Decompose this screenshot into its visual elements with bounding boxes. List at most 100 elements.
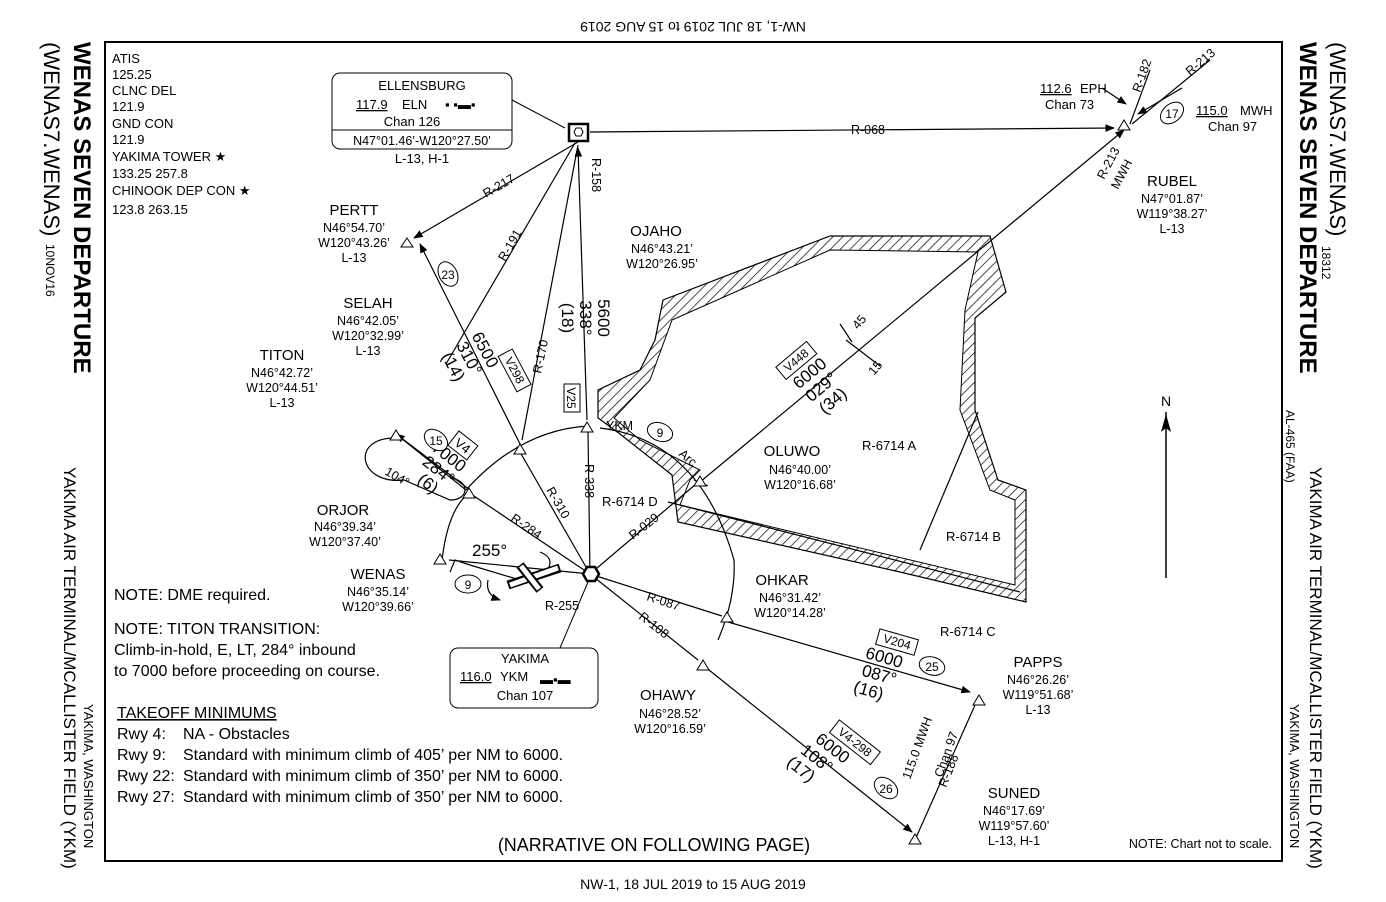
leg-badge-label: 9: [465, 578, 472, 592]
fix-lon: W119°57.60’: [979, 819, 1050, 833]
route-lines: [364, 59, 1211, 841]
chart-code-left: (WENAS7.WENAS): [39, 42, 64, 236]
takeoff-text: NA - Obstacles: [183, 726, 290, 743]
takeoff-rwy: Rwy 4:: [117, 726, 166, 743]
fix-name: SELAH: [343, 295, 392, 312]
takeoff-text: Standard with minimum climb of 350’ per …: [183, 789, 563, 806]
eln-coords: N47°01.46’-W120°27.50’: [353, 134, 491, 148]
fix-lon: W119°51.68’: [1003, 688, 1074, 702]
route-papps: V204 6000 087° (16): [851, 628, 920, 704]
mwh-chan: Chan 97: [1208, 119, 1257, 134]
eln-id: ELN: [402, 97, 427, 112]
leg-badge: 9: [454, 574, 482, 594]
fix-lat: N46°17.69’: [983, 804, 1045, 818]
comm-line: 125.25: [112, 67, 152, 82]
radial-label: R-087: [645, 590, 682, 614]
fix-chart: L-13: [355, 344, 380, 358]
leg-badge: 17: [1159, 101, 1185, 125]
mwh-id: MWH: [1240, 103, 1273, 118]
fix-lat: N46°42.05’: [337, 314, 399, 328]
hold-course: 104°: [383, 464, 412, 489]
airport-runway-icon: [506, 562, 562, 593]
comm-line: 123.8 263.15: [112, 202, 188, 217]
eln-navaid-box: ELLENSBURG 117.9 ELN ▪ ▪▬▪ Chan 126 N47°…: [331, 72, 566, 166]
ykm-chan: Chan 107: [497, 688, 553, 703]
takeoff-rwy: Rwy 27:: [117, 789, 175, 806]
airport-right: YAKIMA AIR TERMINAL/MCALLISTER FIELD (YK…: [1306, 467, 1325, 869]
note-titon: NOTE: TITON TRANSITION:: [114, 621, 320, 638]
ykm-freq: 116.0: [460, 669, 492, 684]
fix-lat: N46°54.70’: [323, 221, 385, 235]
mwh-radial-chan: Chan 97: [932, 730, 961, 779]
fix-lat: N46°40.00’: [769, 463, 831, 477]
radial-label: R-029: [626, 510, 661, 542]
north-label: N: [1161, 393, 1171, 409]
takeoff-rwy: Rwy 22:: [117, 768, 175, 785]
leg-badge-label: 23: [441, 268, 455, 282]
eph-id: EPH: [1080, 81, 1107, 96]
fix-name: TITON: [260, 347, 305, 364]
takeoff-text: Standard with minimum climb of 405’ per …: [183, 747, 563, 764]
radial-label: R-310: [543, 485, 572, 522]
north-arrow-icon: N: [1161, 393, 1171, 578]
fix-chart: L-13: [1025, 703, 1050, 717]
fix-name: RUBEL: [1147, 173, 1197, 190]
fix-triangles: [389, 119, 1131, 845]
fix-lat: N46°31.42’: [759, 591, 821, 605]
eln-morse: ▪ ▪▬▪: [445, 97, 475, 112]
radial-label: R-255: [545, 599, 579, 613]
fix-name: ORJOR: [317, 502, 370, 519]
mwh-radial-freq: 115.0 MWH: [900, 715, 935, 781]
ykm-name: YAKIMA: [501, 651, 549, 666]
comm-line: GND CON: [112, 116, 173, 131]
leg-badge-label: 15: [429, 434, 443, 448]
fix-lon: W120°32.99’: [332, 329, 404, 343]
comm-line: CLNC DEL: [112, 83, 176, 98]
route-suned: V4-298 6000 108° (17): [783, 719, 882, 786]
chart-title-right: WENAS SEVEN DEPARTURE: [1294, 42, 1321, 374]
fix-lon: W120°37.40’: [309, 535, 381, 549]
takeoff-heading: TAKEOFF MINIMUMS: [117, 705, 277, 722]
eln-name: ELLENSBURG: [378, 78, 465, 93]
radial-label: R-068: [851, 123, 885, 137]
leg-badge: 9: [646, 421, 674, 443]
radial-label: R-170: [530, 338, 551, 374]
comm-line: YAKIMA TOWER ★: [112, 149, 226, 164]
fix-name: OHAWY: [640, 687, 696, 704]
fix-lat: N46°39.34’: [314, 520, 376, 534]
fix-chart: L-13: [269, 396, 294, 410]
fix-lon: W120°16.59’: [634, 722, 706, 736]
scale-note: NOTE: Chart not to scale.: [1129, 837, 1272, 851]
chart-number: 18312: [1319, 246, 1333, 280]
leg-badge: 23: [437, 261, 459, 287]
chart-title-left: WENAS SEVEN DEPARTURE: [68, 42, 95, 374]
comm-frequencies: ATIS 125.25 CLNC DEL 121.9 GND CON 121.9…: [112, 51, 251, 217]
fix-name: WENAS: [350, 566, 405, 583]
chart-frame: [104, 41, 1283, 862]
route-distance: (18): [558, 303, 577, 333]
fix-chart: L-13: [1159, 222, 1184, 236]
route-alt: 5600: [594, 299, 613, 337]
fix-lon: W120°43.26’: [318, 236, 390, 250]
cycle-date-bottom: NW-1, 18 JUL 2019 to 15 AUG 2019: [580, 876, 806, 892]
leg-badge-label: 9: [657, 426, 664, 440]
fix-lon: W120°14.28’: [754, 606, 826, 620]
fix-lon: W119°38.27’: [1137, 207, 1208, 221]
leg-badge-label: 25: [925, 660, 939, 674]
note-titon: to 7000 before proceeding on course.: [114, 663, 380, 680]
fix-lat: N46°35.14’: [347, 585, 409, 599]
leg-badge: 15: [423, 428, 449, 452]
fix-lat: N46°42.72’: [251, 366, 313, 380]
ykm-navaid-box: YAKIMA 116.0 YKM ▬▪▬ Chan 107: [449, 581, 599, 709]
radial-label: R-217: [481, 171, 518, 200]
fix-labels: PERTT N46°54.70’ W120°43.26’ L-13 SELAH …: [246, 173, 1207, 848]
fix-lon: W120°44.51’: [246, 381, 318, 395]
comm-line: 133.25 257.8: [112, 166, 188, 181]
airspace-a-label: R-6714 A: [862, 438, 917, 453]
eln-charts: L-13, H-1: [395, 151, 449, 166]
eln-freq: 117.9: [356, 97, 388, 112]
fix-lon: W120°26.95’: [626, 257, 698, 271]
ykm-vortac-icon: [581, 565, 601, 583]
fix-lat: N46°43.21’: [631, 242, 693, 256]
